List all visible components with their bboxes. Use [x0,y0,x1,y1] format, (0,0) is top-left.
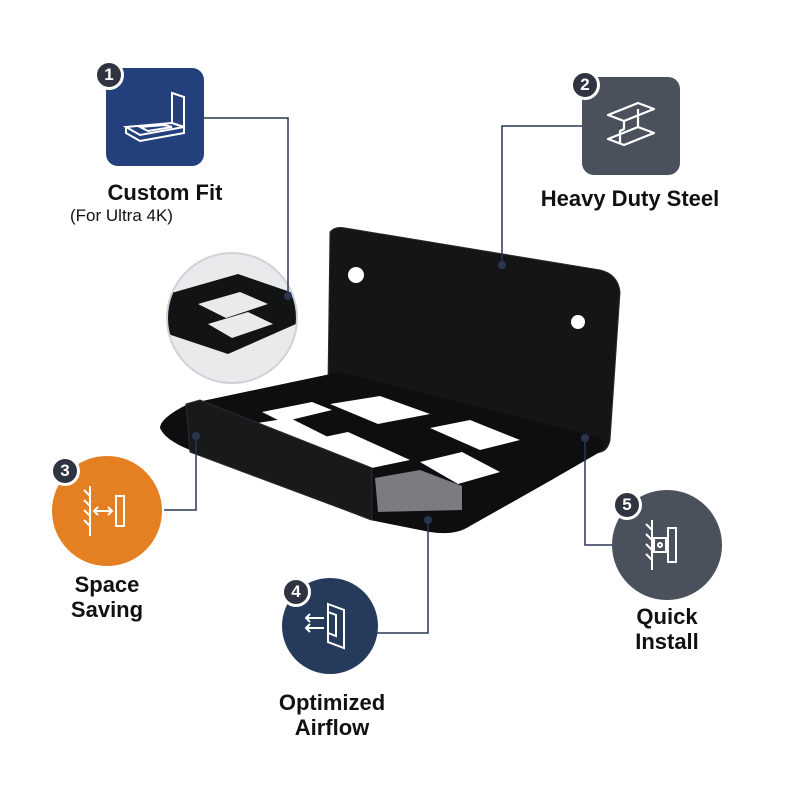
feature-title-custom-fit: Custom Fit [107,180,223,205]
label-line: Install [635,629,699,654]
steel-beam-icon [606,101,656,147]
feature-number-badge: 5 [612,490,642,520]
feature-title-optimized-airflow: Optimized Airflow [262,690,402,740]
detail-zoom-circle [166,252,298,384]
label-line: Optimized [278,690,386,715]
feature-number-badge: 3 [50,456,80,486]
feature-heavy-duty-steel-tile [582,77,680,175]
feature-title-quick-install: Quick Install [612,604,722,654]
label-line: Space [74,572,140,597]
feature-subtitle: (For Ultra 4K) [70,206,173,225]
feature-number-badge: 2 [570,70,600,100]
wall-mount-icon [645,520,677,570]
bracket-detail-image [168,274,296,354]
label-line: Saving [70,597,144,622]
wall-distance-icon [83,486,125,536]
feature-number-badge: 1 [94,60,124,90]
feature-title-space-saving: Space Saving [52,572,162,622]
label-line: Airflow [294,715,370,740]
feature-title-heavy-duty-steel: Heavy Duty Steel [540,186,720,211]
feature-custom-fit-tile [106,68,204,166]
bracket-shelf-icon [122,91,185,143]
label-line: Quick [636,604,698,629]
feature-number-badge: 4 [281,577,311,607]
airflow-icon [304,602,345,650]
